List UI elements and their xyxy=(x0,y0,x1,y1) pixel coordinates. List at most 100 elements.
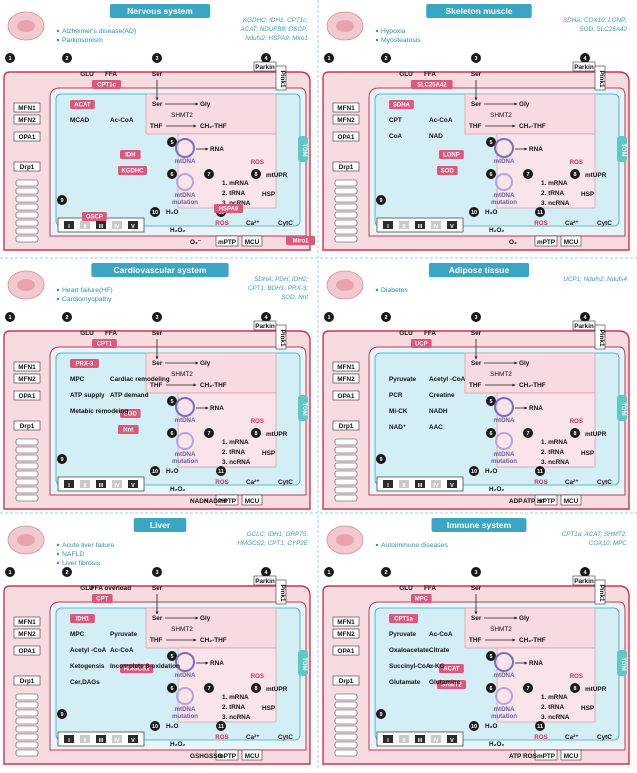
step-number-6: 6 xyxy=(166,427,177,438)
ch2thf-label: CH₂-THF xyxy=(519,637,546,644)
gene-box-4: KGDHC xyxy=(118,166,147,175)
gene-list-line: COX10; MPC xyxy=(589,540,628,547)
step-number-2: 2 xyxy=(381,567,392,578)
step-number-text: 4 xyxy=(264,315,268,321)
complex-I: I xyxy=(387,483,389,489)
gene-box-1: CPT1 xyxy=(92,339,117,348)
step-number-4: 4 xyxy=(579,567,590,578)
drp1-label: Drp1 xyxy=(339,678,354,685)
step-number-text: 3 xyxy=(155,315,158,321)
gly-label: Gly xyxy=(200,360,211,367)
pathway-label-7: Cer,DAGs xyxy=(70,679,100,686)
mfn2-label: MFN2 xyxy=(337,117,355,124)
step-number-text: 2 xyxy=(384,315,387,321)
disease-text: Liver fibrosis xyxy=(62,560,101,567)
ros-label-upper: ROS xyxy=(251,159,264,166)
mtdna-label: mtDNA xyxy=(175,672,196,679)
step-number-text: 6 xyxy=(489,431,492,437)
parkin-label: Parkin xyxy=(574,64,594,71)
disease-item: Diabetes xyxy=(375,287,408,294)
organ-illustration xyxy=(7,525,45,555)
mptp: mPTP xyxy=(534,749,558,761)
mtdna-mut-l1: mtDNA xyxy=(494,192,515,199)
input-label-2: FFA xyxy=(105,71,117,78)
pathway-label-6: Incomplete β-oxidation xyxy=(110,663,180,670)
thf-label: THF xyxy=(469,382,482,389)
gene-list-line: UCP1; Ndufv2; Ndufs4 xyxy=(563,276,627,283)
organ-illustration xyxy=(326,11,364,41)
gene-box-2: IDH1 xyxy=(70,614,95,623)
step-number-6: 6 xyxy=(166,168,177,179)
step-number-text: 4 xyxy=(264,56,268,62)
gene-box-1-label: CPT1 xyxy=(97,342,113,348)
organ-illustration xyxy=(326,270,364,300)
disease-item: Myosteatosis xyxy=(375,37,421,44)
tom-label: TOM xyxy=(301,657,307,670)
ser-inner: Ser xyxy=(152,101,163,108)
pathway-label-4: Creatine xyxy=(429,392,455,399)
mtdna-mut-l1: mtDNA xyxy=(175,451,196,458)
step-number-7: 7 xyxy=(522,427,533,438)
mptp-label: mPTP xyxy=(537,498,556,505)
opa1-label: OPA1 xyxy=(19,393,36,400)
step-number-4: 4 xyxy=(579,312,590,323)
step-number-text: 1 xyxy=(8,570,11,576)
thf-label: THF xyxy=(469,123,482,130)
complex-II: II xyxy=(83,738,87,744)
disease-item: Liver fibrosis xyxy=(56,560,101,567)
mtdna-mut-l2: mutation xyxy=(172,713,198,720)
step-number-text: 9 xyxy=(60,198,63,204)
ca-label: Ca²⁺ xyxy=(246,220,260,227)
ser-inner: Ser xyxy=(471,101,482,108)
step-number-text: 6 xyxy=(170,686,173,692)
step-number-text: 7 xyxy=(526,431,529,437)
h2o-label: H₂O xyxy=(166,723,178,730)
rna-label: RNA xyxy=(529,405,543,412)
step-number-text: 5 xyxy=(170,140,173,146)
step-number-3: 3 xyxy=(470,53,481,64)
bottom-label-2: NADPH xyxy=(204,498,227,505)
mfn2-label: MFN2 xyxy=(337,376,355,383)
mptp: mPTP xyxy=(534,235,558,247)
step-number-6: 6 xyxy=(485,682,496,693)
gene-box-2-label: IDH1 xyxy=(76,617,90,623)
ch2thf-label: CH₂-THF xyxy=(200,382,227,389)
step-number-11: 11 xyxy=(215,720,226,731)
pathway-label-1: MPC xyxy=(70,376,85,383)
pathway-label-1: Pyruvate xyxy=(389,376,416,383)
input-label-2: FFA xyxy=(424,71,436,78)
shmt2-label: SHMT2 xyxy=(171,626,193,633)
mfn2-label: MFN2 xyxy=(18,631,36,638)
mtdna-mut-l1: mtDNA xyxy=(494,451,515,458)
step-number-1: 1 xyxy=(324,567,334,578)
gene-box-7: Miro1 xyxy=(286,236,315,245)
step-number-text: 8 xyxy=(573,686,576,692)
step-number-10: 10 xyxy=(468,465,479,476)
step-number-5: 5 xyxy=(485,136,496,147)
mptp: mPTP xyxy=(215,235,239,247)
step-number-2: 2 xyxy=(381,53,392,64)
disease-item: Hypoxia xyxy=(375,28,406,35)
mtupr-label: mtUPR xyxy=(266,431,288,438)
mtdna: mtDNA xyxy=(175,138,196,165)
gene-box-1-label: MPC xyxy=(415,597,429,603)
step-number-1: 1 xyxy=(5,567,15,578)
disease-text: Heart failure(HF) xyxy=(62,287,113,294)
step-number-text: 9 xyxy=(60,457,63,463)
panel-title-text: Skeleton muscle xyxy=(445,6,512,16)
input-label-2: FFA xyxy=(424,585,436,592)
bottom-label-1: ATP xyxy=(509,753,522,760)
ser-label: Ser xyxy=(471,585,482,592)
complex-I: I xyxy=(68,738,70,744)
ncrna-label: 3. ncRNA xyxy=(222,714,251,721)
thf-label: THF xyxy=(469,637,482,644)
panel-title: Nervous system xyxy=(109,4,211,18)
